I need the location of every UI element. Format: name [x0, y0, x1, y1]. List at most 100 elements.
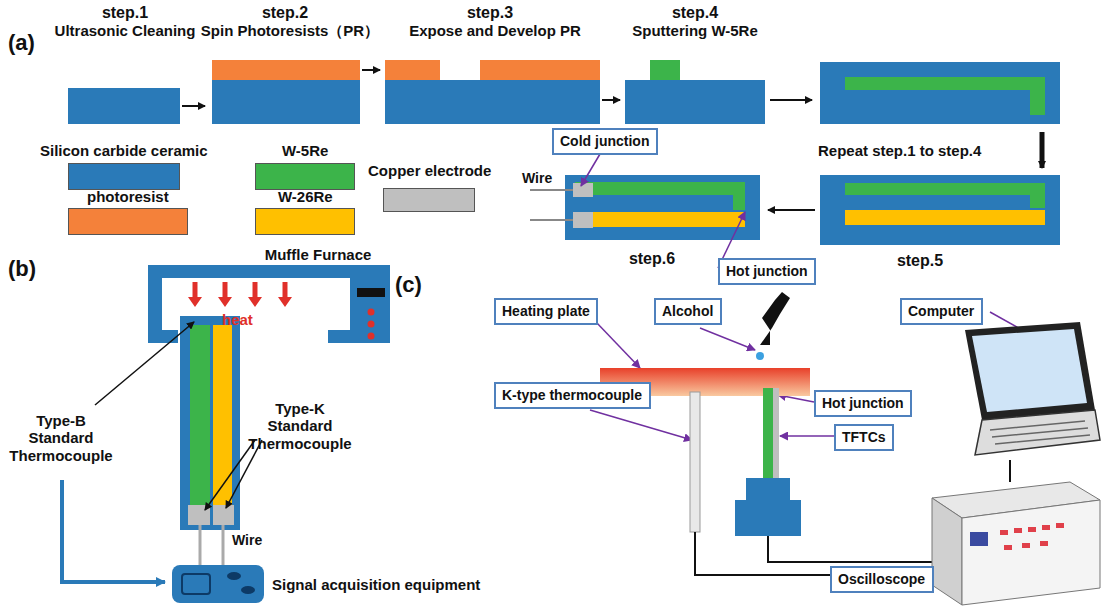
- k-thermocouple-rod: [690, 392, 700, 532]
- label: Type-B Standard Thermocouple: [6, 412, 116, 464]
- k-thermocouple-rod: [690, 392, 700, 532]
- callout-text: Hot junction: [726, 263, 808, 280]
- laptop: [972, 329, 1087, 412]
- legend-text: W-5Re: [282, 142, 328, 159]
- legend-text: W-26Re: [278, 188, 333, 205]
- step3-substrate: [385, 80, 600, 124]
- heat-arrows: [193, 282, 198, 298]
- step2-substrate: [212, 60, 360, 80]
- step6-sensor: [575, 182, 745, 195]
- step2-substrate: [212, 60, 360, 124]
- callout-box: TFTCs: [834, 424, 894, 451]
- label: step.2: [235, 4, 335, 22]
- step4-substrate: [625, 60, 765, 124]
- step5-sensor: [1030, 183, 1045, 208]
- oscilloscope: [1000, 523, 1064, 550]
- tftc-sample: [222, 525, 225, 566]
- oscilloscope: [1056, 523, 1064, 528]
- label: step.6: [612, 250, 692, 268]
- heat-arrows: [223, 282, 228, 298]
- step6-sensor: [530, 189, 573, 191]
- callout-text: Alcohol: [662, 303, 714, 320]
- oscilloscope: [1004, 545, 1012, 550]
- legend-swatch: [68, 208, 188, 235]
- legend-swatch: [255, 208, 355, 235]
- laptop: [965, 322, 1100, 455]
- muffle-furnace: [368, 309, 375, 316]
- tftc-sample: [190, 325, 210, 510]
- dropper: [760, 292, 790, 345]
- acquisition-device: [172, 565, 264, 603]
- muffle-furnace: [368, 333, 375, 340]
- step6-sensor: [573, 183, 593, 197]
- tftc-sample: [180, 316, 240, 566]
- step6-sensor: [573, 212, 593, 228]
- callout-box: Oscilloscope: [830, 566, 934, 593]
- step3-substrate: [480, 60, 600, 80]
- step-arrows: [602, 99, 620, 101]
- acquisition-device: [241, 586, 255, 594]
- step-arrows: [768, 209, 815, 211]
- tftc-sample: [199, 525, 202, 566]
- w5re-pattern: [820, 62, 1060, 124]
- step4-substrate: [625, 80, 765, 124]
- heat-arrows: [188, 282, 292, 307]
- step-arrows: [182, 105, 205, 107]
- step1-substrate: [68, 88, 180, 124]
- step5-sensor: [845, 183, 1045, 195]
- oscilloscope: [1000, 530, 1008, 535]
- label: Expose and Develop PR: [400, 22, 590, 39]
- leader-lines: [596, 322, 640, 368]
- leader-lines: [780, 435, 834, 437]
- leader-lines: [590, 410, 692, 440]
- step2-substrate: [212, 80, 360, 124]
- callout-text: Cold junction: [560, 133, 650, 150]
- leader-lines: [700, 328, 755, 350]
- step4-substrate: [650, 60, 680, 80]
- label: (b): [8, 256, 48, 281]
- label: step.5: [880, 252, 960, 270]
- step6-sensor: [530, 219, 573, 221]
- w5re-pattern: [1030, 77, 1045, 115]
- step-arrows: [770, 99, 812, 101]
- signal-wires: [1009, 460, 1011, 482]
- callout-text: TFTCs: [842, 429, 886, 446]
- w5re-pattern: [845, 77, 1045, 90]
- step6-sensor: [565, 175, 760, 240]
- step3-substrate: [385, 60, 440, 80]
- step5-sensor: [820, 175, 1060, 245]
- step-arrows: [1040, 132, 1045, 168]
- heat-arrows: [253, 282, 258, 298]
- step1-substrate: [68, 88, 180, 124]
- label: Muffle Furnace: [248, 246, 388, 263]
- label: Sputtering W-5Re: [615, 22, 775, 39]
- callout-box: Hot junction: [814, 390, 912, 417]
- legend-swatch: [383, 188, 475, 212]
- oscilloscope: [932, 498, 962, 605]
- oscilloscope: [1022, 543, 1030, 548]
- oscilloscope: [1040, 541, 1048, 546]
- muffle-furnace: [357, 288, 385, 297]
- label: (c): [395, 272, 435, 297]
- tftc-sample: [213, 505, 234, 525]
- tftc-holder: [735, 500, 801, 536]
- oscilloscope: [1042, 525, 1050, 530]
- oscilloscope: [932, 482, 1100, 605]
- legend-text: photoresist: [87, 188, 169, 205]
- tftc-holder: [763, 388, 773, 480]
- step5-sensor: [845, 210, 1045, 225]
- label: step.4: [645, 4, 745, 22]
- label: Spin Photoresists（PR）: [190, 22, 390, 39]
- heat-arrows: [283, 282, 288, 298]
- tftc-holder: [735, 388, 801, 536]
- step5-sensor: [820, 175, 1060, 245]
- label: heat: [222, 311, 272, 328]
- leader-lines: [581, 154, 600, 186]
- callout-box: Hot junction: [718, 258, 816, 285]
- tftc-holder: [773, 388, 779, 480]
- step6-sensor: [575, 212, 745, 227]
- acquisition-device: [227, 572, 241, 580]
- signal-wires: [768, 536, 932, 562]
- laptop: [990, 421, 1090, 444]
- acquisition-device: [172, 565, 264, 603]
